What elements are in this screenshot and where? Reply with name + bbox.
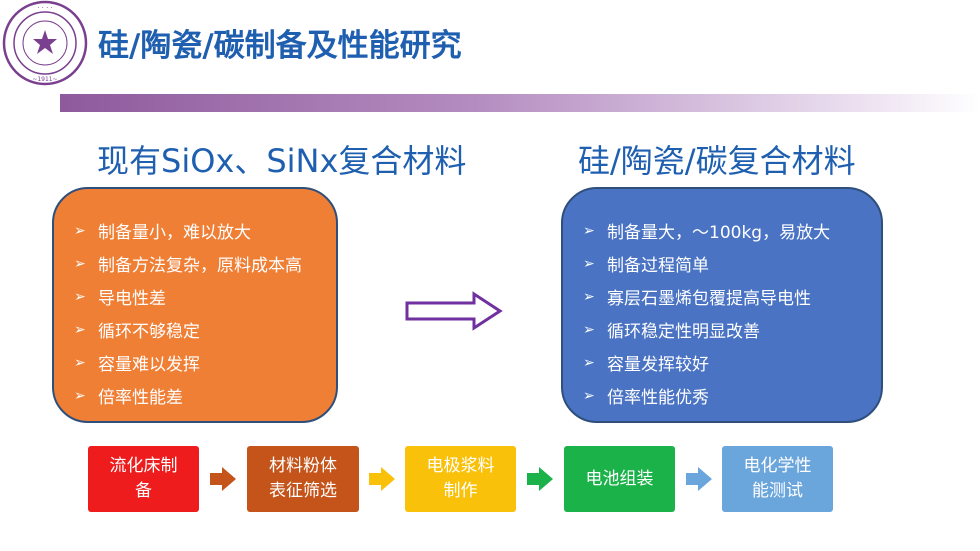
list-item: ➢制备过程简单 xyxy=(583,255,709,277)
list-item: ➢制备量大，～100kg，易放大 xyxy=(583,222,831,244)
left-heading: 现有SiOx、SiNx复合材料 xyxy=(97,142,467,180)
list-item: ➢倍率性能差 xyxy=(74,387,183,409)
right-arrow-icon xyxy=(405,291,503,331)
process-step-electrode-slurry: 电极浆料制作 xyxy=(405,446,516,512)
list-item: ➢导电性差 xyxy=(74,288,166,310)
list-item: ➢容量难以发挥 xyxy=(74,354,200,376)
header-band xyxy=(60,94,980,112)
list-item: ➢循环不够稳定 xyxy=(74,321,200,343)
page-title: 硅/陶瓷/碳制备及性能研究 xyxy=(98,28,462,64)
chevron-arrow-icon xyxy=(210,467,236,491)
current-materials-box: ➢制备量小，难以放大 ➢制备方法复杂，原料成本高 ➢导电性差 ➢循环不够稳定 ➢… xyxy=(52,187,338,423)
list-item: ➢制备量小，难以放大 xyxy=(74,222,251,244)
right-heading: 硅/陶瓷/碳复合材料 xyxy=(578,142,856,180)
chevron-arrow-icon xyxy=(527,467,553,491)
process-step-electrochemical-test: 电化学性能测试 xyxy=(722,446,833,512)
tsinghua-logo-icon: · · · · ~1911~ xyxy=(2,0,88,86)
list-item: ➢容量发挥较好 xyxy=(583,354,709,376)
list-item: ➢倍率性能优秀 xyxy=(583,387,709,409)
process-step-characterization: 材料粉体表征筛选 xyxy=(247,446,359,512)
new-materials-box: ➢制备量大，～100kg，易放大 ➢制备过程简单 ➢寡层石墨烯包覆提高导电性 ➢… xyxy=(561,187,883,423)
svg-text:· · · ·: · · · · xyxy=(37,4,53,12)
process-step-battery-assembly: 电池组装 xyxy=(564,446,675,512)
svg-text:~1911~: ~1911~ xyxy=(32,76,57,83)
chevron-arrow-icon xyxy=(686,467,712,491)
chevron-arrow-icon xyxy=(369,467,395,491)
list-item: ➢制备方法复杂，原料成本高 xyxy=(74,255,302,277)
list-item: ➢寡层石墨烯包覆提高导电性 xyxy=(583,288,811,310)
list-item: ➢循环稳定性明显改善 xyxy=(583,321,760,343)
process-step-fluidized-bed: 流化床制备 xyxy=(88,446,199,512)
